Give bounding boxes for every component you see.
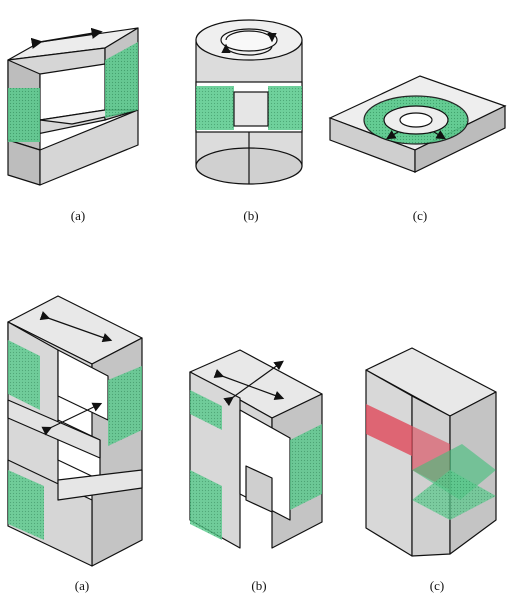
top-label-b: (b) — [243, 208, 259, 223]
top-c-planar-core — [328, 75, 507, 173]
top-b-pot-core — [195, 19, 303, 185]
bottom-label-c: (c) — [429, 578, 445, 593]
top-label-a: (a) — [70, 208, 86, 223]
top-a-rect-frame-core — [7, 27, 139, 186]
bottom-c-dual-winding-core — [365, 347, 497, 557]
top-label-c: (c) — [412, 208, 428, 223]
bottom-label-a: (a) — [74, 578, 90, 593]
bottom-a-double-frame-core — [7, 295, 143, 567]
bottom-b-interleaved-core — [189, 349, 323, 549]
bottom-label-b: (b) — [251, 578, 267, 593]
